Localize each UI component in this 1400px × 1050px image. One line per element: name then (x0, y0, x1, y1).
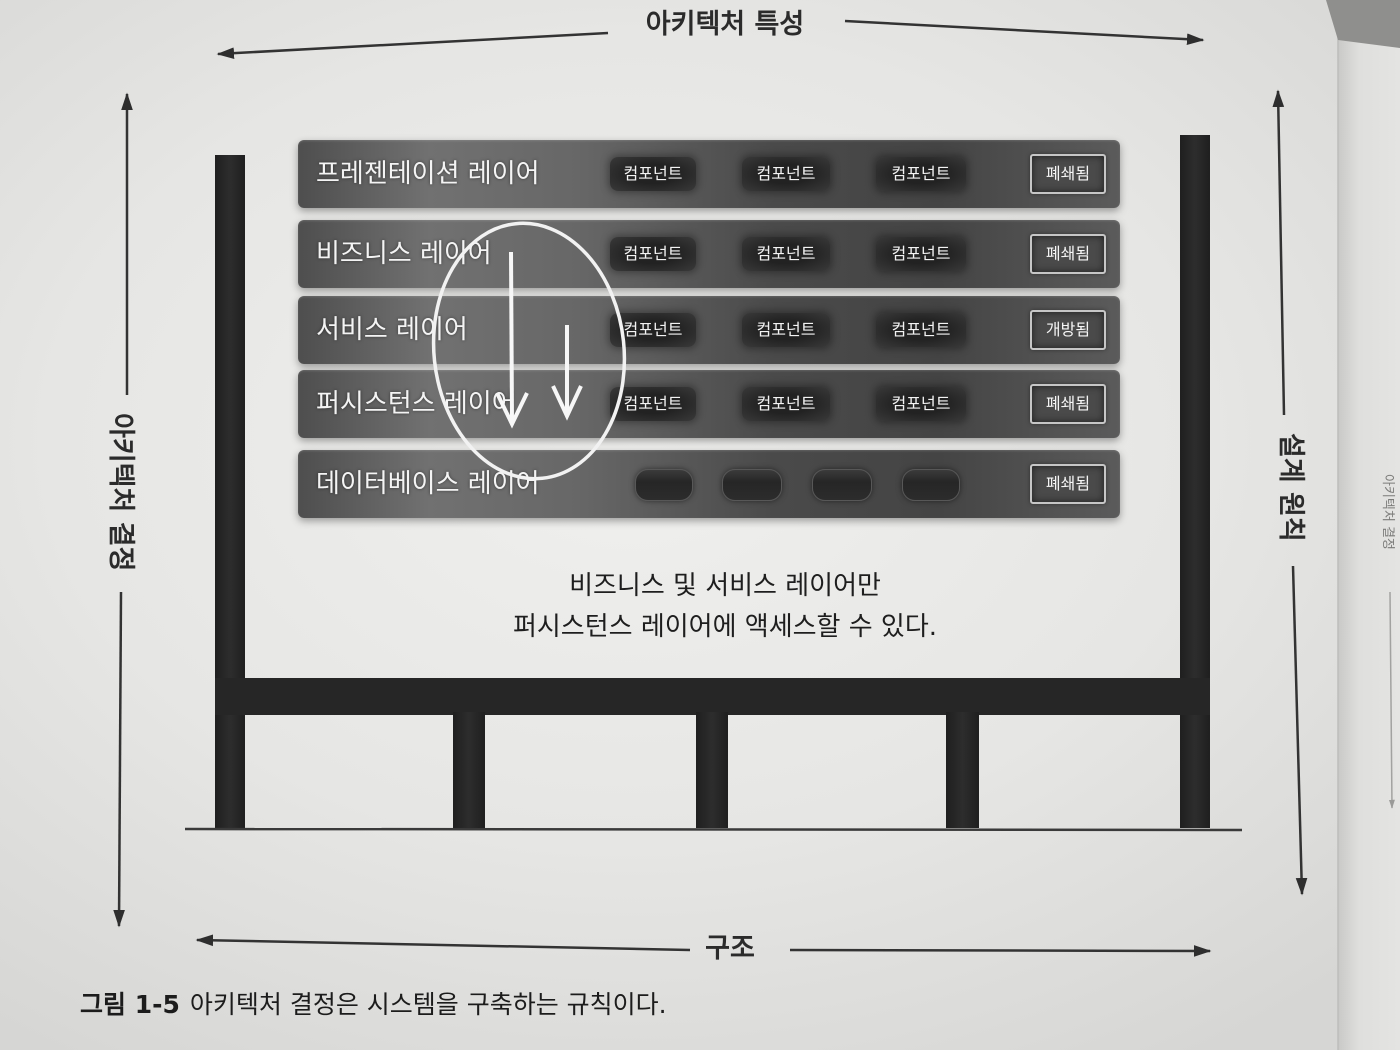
layer-status-badge: 폐쇄됨 (1030, 234, 1106, 274)
component-box: 컴포넌트 (610, 237, 696, 271)
layer-row-presentation: 프레젠테이션 레이어 컴포넌트 컴포넌트 컴포넌트 폐쇄됨 (298, 140, 1120, 208)
layer-status-badge: 폐쇄됨 (1030, 384, 1106, 424)
component-box: 컴포넌트 (742, 313, 830, 347)
top-axis-label: 아키텍처 특성 (645, 9, 805, 40)
right-axis-up-arrow (1272, 89, 1286, 416)
support-pillar (946, 712, 979, 828)
note-line: 퍼시스턴스 레이어에 액세스할 수 있다. (512, 612, 938, 642)
top-axis-left-arrow (216, 31, 609, 59)
adjacent-page-label: 아키텍처 결정 (1380, 474, 1395, 550)
component-box: 컴포넌트 (742, 237, 830, 271)
layer-name: 프레젠테이션 레이어 (316, 159, 540, 189)
layer-name: 퍼시스턴스 레이어 (316, 389, 516, 419)
floor-beam (215, 678, 1210, 715)
page-corner-shadow (1326, 0, 1400, 48)
component-box: 컴포넌트 (742, 157, 830, 191)
layer-row-persistence: 퍼시스턴스 레이어 컴포넌트 컴포넌트 컴포넌트 폐쇄됨 (298, 370, 1120, 438)
layer-status-badge: 폐쇄됨 (1030, 154, 1106, 194)
database-icon (812, 469, 872, 501)
building-structure (184, 135, 1243, 832)
component-box: 컴포넌트 (876, 237, 966, 271)
bottom-axis-label: 구조 (705, 933, 755, 964)
layer-row-service: 서비스 레이어 컴포넌트 컴포넌트 컴포넌트 개방됨 (298, 296, 1120, 364)
ground-line (184, 827, 1243, 832)
figure-number: 그림 1-5 (80, 990, 180, 1019)
component-box: 컴포넌트 (610, 157, 696, 191)
adjacent-page-strip (1338, 0, 1400, 1050)
bottom-axis-right-arrow (789, 945, 1212, 957)
component-box: 컴포넌트 (876, 157, 966, 191)
layer-status-badge: 개방됨 (1030, 310, 1106, 350)
adjacent-page-arrow (1388, 591, 1395, 809)
component-box: 컴포넌트 (876, 387, 966, 421)
left-axis-label: 아키텍처 결정 (105, 412, 136, 572)
left-axis-down-arrow (113, 591, 125, 928)
note-line: 비즈니스 및 서비스 레이어만 (569, 571, 881, 601)
component-box: 컴포넌트 (876, 313, 966, 347)
component-box: 컴포넌트 (742, 387, 830, 421)
figure-caption: 그림 1-5 아키텍처 결정은 시스템을 구축하는 규칙이다. (80, 988, 667, 1022)
database-icon (902, 469, 960, 501)
right-pillar (1180, 135, 1210, 828)
database-icon (635, 469, 693, 501)
layer-name: 서비스 레이어 (316, 315, 468, 345)
support-pillar (696, 712, 728, 828)
caption-text: 아키텍처 결정은 시스템을 구축하는 규칙이다. (189, 990, 667, 1019)
layer-row-business: 비즈니스 레이어 컴포넌트 컴포넌트 컴포넌트 폐쇄됨 (298, 220, 1120, 288)
layer-status-badge: 폐쇄됨 (1030, 464, 1106, 504)
layer-name: 데이터베이스 레이어 (316, 469, 540, 499)
component-box: 컴포넌트 (610, 313, 696, 347)
left-pillar (215, 155, 245, 828)
access-rule-note: 비즈니스 및 서비스 레이어만 퍼시스턴스 레이어에 액세스할 수 있다. (400, 566, 1050, 648)
top-axis-right-arrow (844, 19, 1205, 45)
layer-name: 비즈니스 레이어 (316, 239, 492, 269)
database-icon (722, 469, 782, 501)
component-box: 컴포넌트 (610, 387, 696, 421)
layer-row-database: 데이터베이스 레이어 폐쇄됨 (298, 450, 1120, 518)
support-pillar (453, 712, 485, 828)
bottom-axis-left-arrow (195, 934, 691, 952)
right-axis-down-arrow (1291, 565, 1308, 896)
right-axis-label: 설계 원칙 (1275, 432, 1306, 542)
